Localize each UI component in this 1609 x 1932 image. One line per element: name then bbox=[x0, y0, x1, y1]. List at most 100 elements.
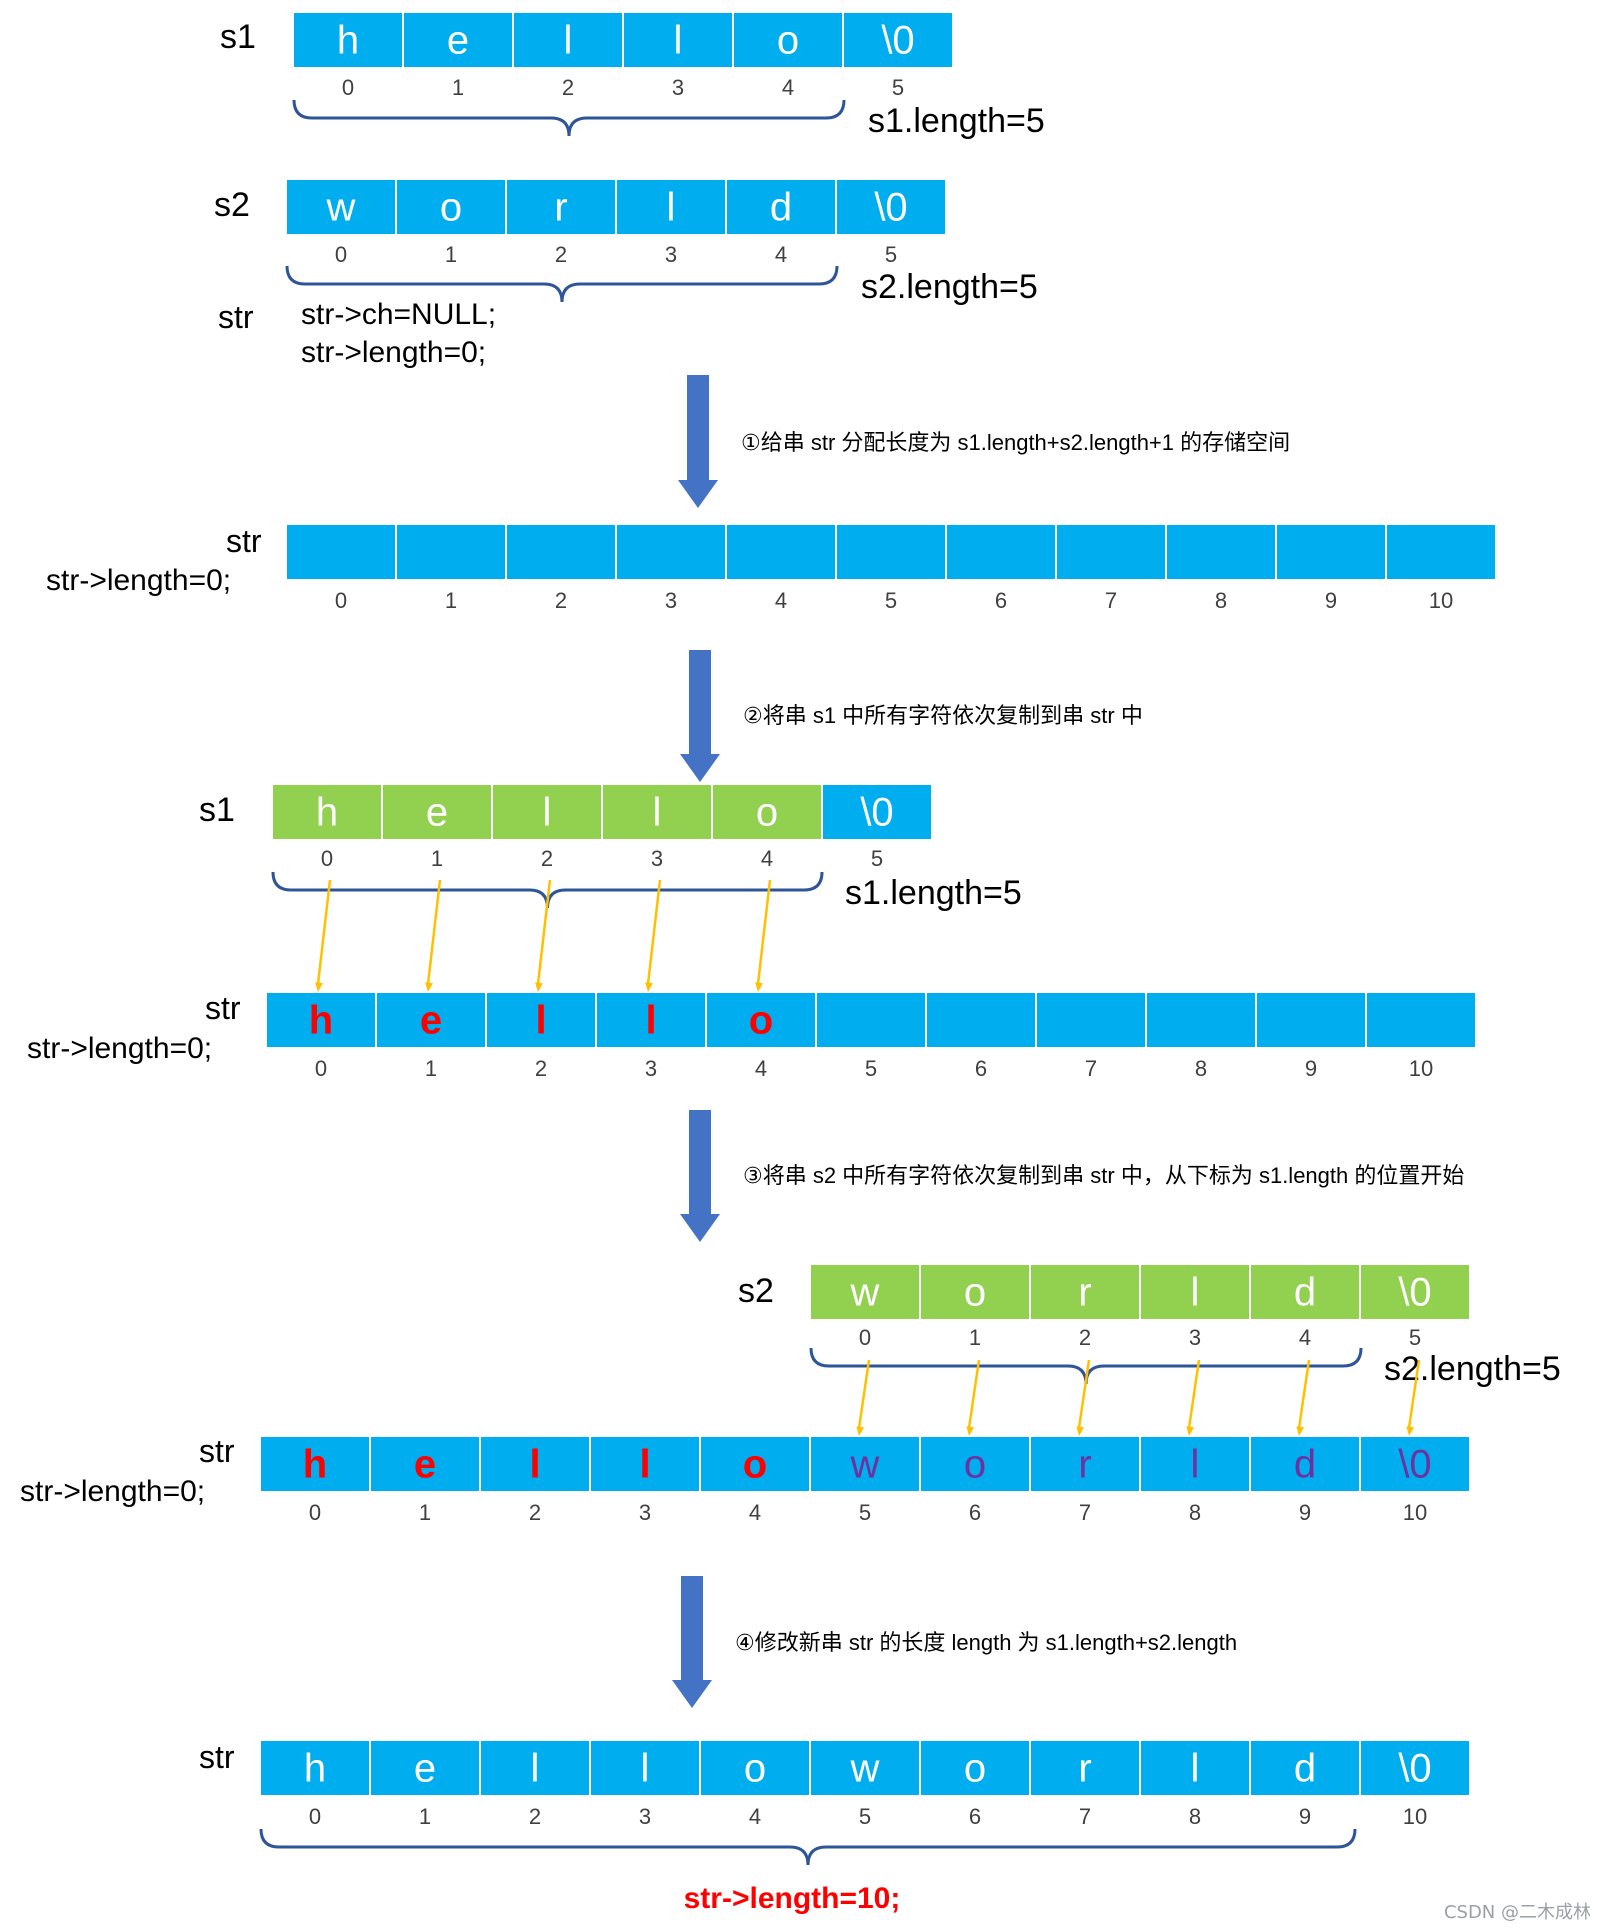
cell-char: l bbox=[543, 790, 552, 834]
array-cell bbox=[725, 523, 837, 581]
cell-char: r bbox=[554, 185, 567, 229]
cell-char: l bbox=[535, 998, 546, 1042]
cell-char: l bbox=[653, 790, 662, 834]
array-cell bbox=[1139, 1739, 1251, 1797]
index-label: 2 bbox=[541, 846, 553, 871]
array-cell bbox=[945, 523, 1057, 581]
array-cell bbox=[699, 1739, 811, 1797]
array-cell bbox=[1359, 1263, 1471, 1321]
copy-arrow bbox=[755, 879, 772, 992]
index-label: 0 bbox=[342, 75, 354, 100]
index-label: 10 bbox=[1429, 588, 1453, 613]
array-cell bbox=[809, 1263, 921, 1321]
cell-char: l bbox=[529, 1442, 540, 1486]
array-cell bbox=[292, 11, 404, 69]
cell-char: w bbox=[850, 1270, 880, 1314]
array-cell bbox=[259, 1435, 371, 1493]
array-cell bbox=[395, 178, 507, 236]
array-cell bbox=[711, 783, 823, 841]
cell-char: l bbox=[1191, 1746, 1200, 1790]
cell-char: e bbox=[426, 790, 448, 834]
index-label: 6 bbox=[969, 1804, 981, 1829]
cell-char: l bbox=[667, 185, 676, 229]
cell-char: r bbox=[1078, 1746, 1091, 1790]
cell-char: e bbox=[414, 1442, 436, 1486]
cell-char: l bbox=[674, 18, 683, 62]
index-label: 3 bbox=[639, 1804, 651, 1829]
index-label: 0 bbox=[335, 242, 347, 267]
index-label: 6 bbox=[969, 1500, 981, 1525]
array-cell bbox=[815, 991, 927, 1049]
array-cell bbox=[271, 783, 383, 841]
s2-length-label: s2.length=5 bbox=[1384, 1350, 1561, 1388]
cell-char: l bbox=[1191, 1270, 1200, 1314]
cell-char: o bbox=[440, 185, 462, 229]
array-cell bbox=[1365, 991, 1477, 1049]
index-label: 2 bbox=[529, 1500, 541, 1525]
index-label: 4 bbox=[749, 1500, 761, 1525]
copy-arrow bbox=[645, 879, 662, 992]
cell-char: l bbox=[641, 1746, 650, 1790]
str-label: str bbox=[226, 523, 262, 559]
str-length-label: str->length=0; bbox=[46, 564, 231, 597]
cell-char: o bbox=[964, 1442, 986, 1486]
array-cell bbox=[381, 783, 493, 841]
cell-char: d bbox=[770, 185, 792, 229]
index-label: 2 bbox=[535, 1056, 547, 1081]
array-cell bbox=[402, 11, 514, 69]
cell-char: l bbox=[639, 1442, 650, 1486]
array-cell bbox=[809, 1435, 921, 1493]
array-cell bbox=[835, 178, 947, 236]
array-cell bbox=[919, 1739, 1031, 1797]
array-cell bbox=[512, 11, 624, 69]
array-cell bbox=[369, 1435, 481, 1493]
s2-label: s2 bbox=[214, 186, 250, 224]
s1-length-label: s1.length=5 bbox=[868, 102, 1045, 140]
cell-char: h bbox=[316, 790, 338, 834]
str-length-label: str->length=0; bbox=[20, 1475, 205, 1508]
cell-char: d bbox=[1294, 1270, 1316, 1314]
array-cell bbox=[1385, 523, 1497, 581]
array-cell bbox=[265, 991, 377, 1049]
step-arrow-icon bbox=[680, 650, 720, 782]
cell-char: e bbox=[414, 1746, 436, 1790]
cell-char: o bbox=[777, 18, 799, 62]
s1-length-label: s1.length=5 bbox=[845, 874, 1022, 912]
index-label: 2 bbox=[1079, 1325, 1091, 1350]
cell-char: o bbox=[743, 1442, 767, 1486]
index-label: 7 bbox=[1079, 1500, 1091, 1525]
cell-char: l bbox=[645, 998, 656, 1042]
index-label: 10 bbox=[1403, 1804, 1427, 1829]
index-label: 4 bbox=[761, 846, 773, 871]
cell-char: o bbox=[744, 1746, 766, 1790]
index-label: 3 bbox=[645, 1056, 657, 1081]
array-cell bbox=[1139, 1263, 1251, 1321]
step-arrow-icon bbox=[678, 375, 718, 508]
cell-char: r bbox=[1078, 1270, 1091, 1314]
index-label: 1 bbox=[445, 588, 457, 613]
index-label: 3 bbox=[651, 846, 663, 871]
array-cell bbox=[925, 991, 1037, 1049]
cell-char: d bbox=[1294, 1746, 1316, 1790]
str-label: str bbox=[205, 990, 241, 1026]
index-label: 8 bbox=[1189, 1804, 1201, 1829]
s1-label: s1 bbox=[220, 18, 256, 56]
array-cell bbox=[369, 1739, 481, 1797]
array-cell bbox=[842, 11, 954, 69]
cell-char: e bbox=[447, 18, 469, 62]
cell-char: r bbox=[1078, 1442, 1091, 1486]
copy-arrow bbox=[1406, 1359, 1421, 1436]
str-final-length-label: str->length=10; bbox=[684, 1882, 901, 1915]
index-label: 4 bbox=[775, 588, 787, 613]
cell-char: \0 bbox=[1398, 1442, 1431, 1486]
index-label: 4 bbox=[782, 75, 794, 100]
cell-char: \0 bbox=[881, 18, 914, 62]
cell-char: w bbox=[850, 1442, 880, 1486]
index-label: 2 bbox=[529, 1804, 541, 1829]
index-label: 4 bbox=[775, 242, 787, 267]
index-label: 4 bbox=[1299, 1325, 1311, 1350]
array-cell bbox=[835, 523, 947, 581]
cell-char: \0 bbox=[1398, 1270, 1431, 1314]
cell-char: l bbox=[1191, 1442, 1200, 1486]
